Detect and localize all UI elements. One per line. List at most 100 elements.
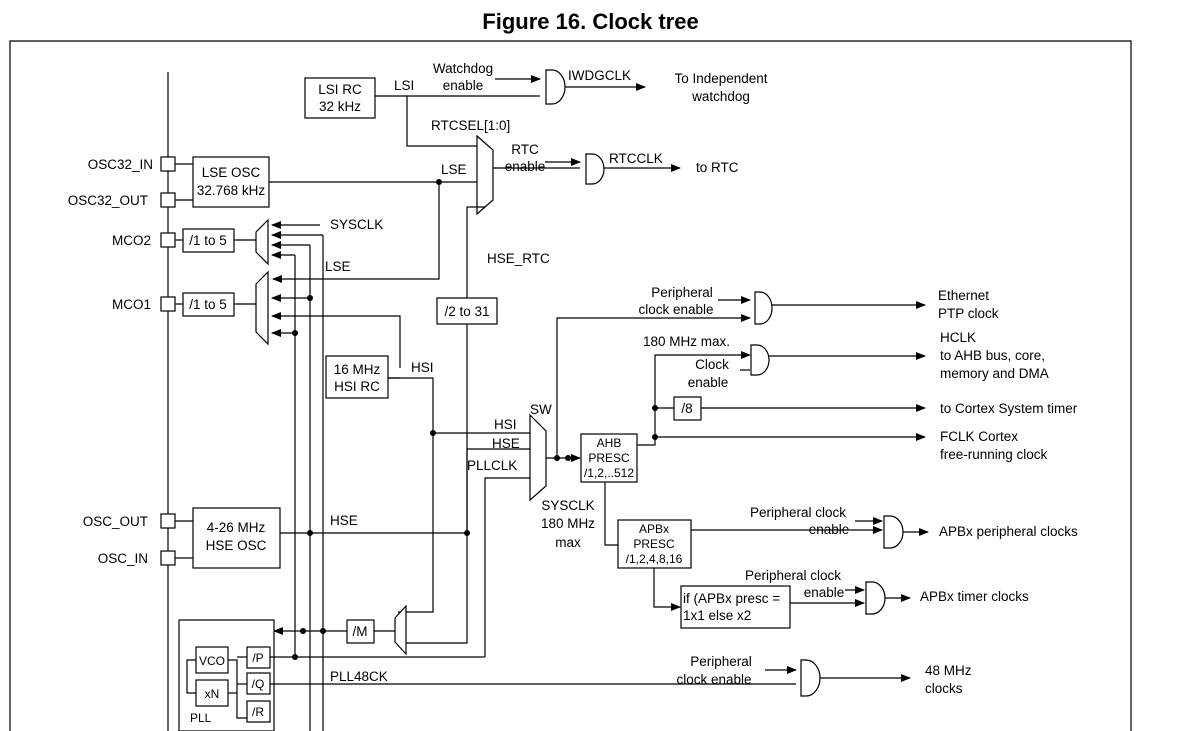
- eth-out-line1: Ethernet: [938, 288, 989, 303]
- sysclk-line3: max: [555, 535, 581, 550]
- hclk-line2: to AHB bus, core,: [940, 348, 1045, 363]
- fclk-line2: free-running clock: [940, 447, 1048, 462]
- tim-enable-line2: enable: [804, 585, 845, 600]
- lsi-rc-line1: LSI RC: [318, 82, 362, 97]
- pll-p-label: /P: [252, 651, 263, 665]
- osc-out-pin: [160, 513, 176, 529]
- lsi-rc-line2: 32 kHz: [319, 99, 361, 114]
- hclk-and-gate: [750, 344, 770, 376]
- vco-label: VCO: [199, 654, 225, 668]
- ahb-to-apb-wire: [604, 482, 618, 546]
- pll-mux: [394, 604, 407, 656]
- watchdog-enable-line2: enable: [443, 78, 484, 93]
- div8-label: /8: [681, 401, 692, 416]
- max180-label: 180 MHz max.: [643, 334, 730, 349]
- sw-label: SW: [530, 402, 552, 417]
- iwdg-and-gate: [545, 69, 566, 105]
- hclk-line3: memory and DMA: [940, 366, 1049, 381]
- mco1-label: MCO1: [112, 297, 151, 312]
- timer-and-gate: [865, 581, 886, 615]
- mco1-pin: [160, 296, 176, 312]
- usb-out-line2: clocks: [925, 681, 963, 696]
- sysclk-line2: 180 MHz: [541, 516, 595, 531]
- pllclk-junction: [292, 654, 298, 660]
- ahb-line3: /1,2,..512: [584, 466, 634, 480]
- hclk-line1: HCLK: [940, 330, 976, 345]
- usb-enable-line2: clock enable: [676, 672, 751, 687]
- osc-in-pin: [160, 550, 176, 566]
- osc32-in-pin: [160, 156, 176, 172]
- pll-m-label: /M: [353, 624, 368, 639]
- osc32-out-label: OSC32_OUT: [68, 193, 148, 208]
- osc-out-label: OSC_OUT: [83, 514, 148, 529]
- hsi-to-mco1-wire: [271, 312, 401, 368]
- eth-enable-line1: Peripheral: [651, 285, 713, 300]
- usb-and-gate: [800, 659, 821, 697]
- rtcsel-label: RTCSEL[1:0]: [431, 118, 510, 133]
- lse-osc-block: [192, 156, 270, 208]
- rtc-enable-line2: enable: [505, 159, 546, 174]
- sw-mux: [529, 413, 547, 502]
- rtc-mux: [476, 134, 494, 216]
- apbx-presc-block: [617, 519, 692, 569]
- apbx-line2: PRESC: [633, 537, 675, 551]
- rtc-and-gate: [585, 153, 605, 185]
- osc-in-label: OSC_IN: [98, 551, 148, 566]
- eth-out-line2: PTP clock: [938, 306, 999, 321]
- mco2-label: MCO2: [112, 233, 151, 248]
- sysclk-mco-label: SYSCLK: [330, 217, 383, 232]
- rtc-div-label: /2 to 31: [444, 304, 489, 319]
- apb-periph-label: APBx peripheral clocks: [939, 524, 1078, 539]
- mco1-div-label: /1 to 5: [189, 297, 227, 312]
- hsi-in-label: HSI: [494, 417, 517, 432]
- sysclk-line1: SYSCLK: [541, 498, 594, 513]
- iwdgclk-label: IWDGCLK: [568, 68, 631, 83]
- lse-osc-line1: LSE OSC: [202, 165, 261, 180]
- pllclk-in-label: PLLCLK: [467, 458, 517, 473]
- hsi-out-label: HSI: [411, 360, 434, 375]
- hse-rtc-label: HSE_RTC: [487, 251, 550, 266]
- hse-osc-block: [192, 507, 281, 569]
- timer-mult-block: [680, 585, 791, 629]
- pll-r-label: /R: [252, 705, 264, 719]
- mco1-mux: [255, 270, 269, 346]
- hsi-rc-block: [325, 355, 389, 399]
- ahb-presc-block: [580, 433, 638, 483]
- hse-bus-junction-1: [307, 295, 313, 301]
- pll48ck-label: PLL48CK: [330, 669, 388, 684]
- sysclk-junction-2: [565, 455, 571, 461]
- vco-out-wire: [228, 659, 247, 719]
- mco2-div-label: /1 to 5: [189, 233, 227, 248]
- lse-rtc-label: LSE: [441, 162, 467, 177]
- to-rtc-label: to RTC: [696, 160, 739, 175]
- ahb-line2: PRESC: [588, 451, 630, 465]
- hse-osc-line2: HSE OSC: [206, 538, 267, 553]
- pll-q-label: /Q: [252, 677, 265, 691]
- pll-label: PLL: [190, 711, 212, 725]
- eth-and-gate: [754, 291, 773, 325]
- hse-out-label: HSE: [330, 513, 358, 528]
- watchdog-enable-line1: Watchdog: [433, 61, 493, 76]
- hse-junction-1: [307, 530, 313, 536]
- lse-osc-line2: 32.768 kHz: [197, 183, 266, 198]
- lsi-to-rtc-mux-wire: [406, 96, 477, 147]
- to-iwdg-line2: watchdog: [691, 89, 750, 104]
- ahb-line1: AHB: [597, 436, 622, 450]
- clock-enable-line1: Clock: [695, 357, 729, 372]
- figure-frame: [9, 40, 1132, 731]
- sysclk-to-eth-wire: [556, 314, 751, 458]
- figure-title: Figure 16. Clock tree: [482, 9, 699, 34]
- lse-to-mco2-wire: [272, 182, 440, 283]
- ahb-out-wire: [637, 351, 751, 446]
- apb-and-gate: [883, 515, 904, 549]
- hsi-rc-line2: HSI RC: [334, 379, 380, 394]
- hse-to-pll-mux-wire: [398, 533, 468, 644]
- lsi-label: LSI: [394, 78, 414, 93]
- osc32-in-label: OSC32_IN: [88, 157, 153, 172]
- mco2-mux: [255, 218, 269, 266]
- timer-mult-line1: if (APBx presc =: [683, 591, 780, 606]
- apbx-line3: /1,2,4,8,16: [626, 552, 683, 566]
- mco2-pin: [160, 232, 176, 248]
- hse-osc-line1: 4-26 MHz: [207, 520, 266, 535]
